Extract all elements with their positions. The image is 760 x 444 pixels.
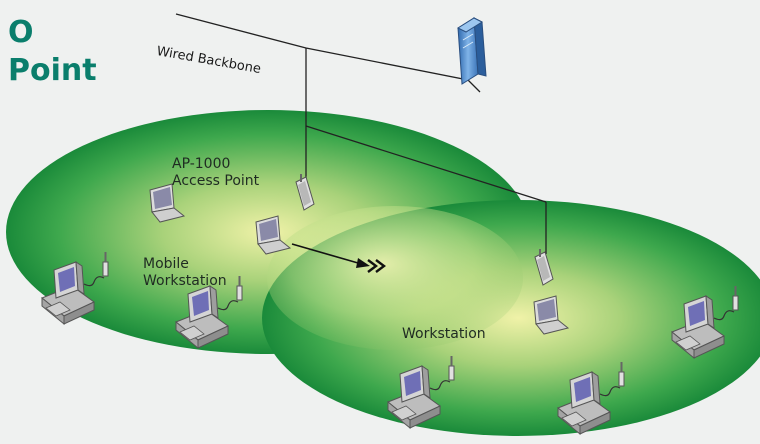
access-point-label: AP-1000 Access Point bbox=[172, 156, 259, 190]
title-line-1: O bbox=[8, 15, 34, 50]
access-point-label-line-1: AP-1000 bbox=[172, 156, 231, 172]
coverage-overlap-glow bbox=[267, 206, 523, 350]
mobile-workstation-label-line-1: Mobile bbox=[143, 256, 189, 272]
roaming-arrow-head bbox=[356, 258, 370, 268]
double-chevron-icon bbox=[367, 259, 386, 273]
backbone-branch bbox=[305, 125, 547, 203]
wired-backbone-line bbox=[175, 13, 481, 93]
title-line-2: Point bbox=[8, 53, 97, 88]
server-tower-icon bbox=[456, 17, 487, 85]
page-title: O Point bbox=[8, 14, 97, 90]
roaming-arrow bbox=[291, 243, 359, 264]
mobile-workstation-label-line-2: Workstation bbox=[143, 273, 227, 289]
access-point-label-line-2: Access Point bbox=[172, 173, 260, 189]
mobile-workstation-label: Mobile Workstation bbox=[143, 256, 227, 290]
workstation-label: Workstation bbox=[402, 326, 486, 342]
